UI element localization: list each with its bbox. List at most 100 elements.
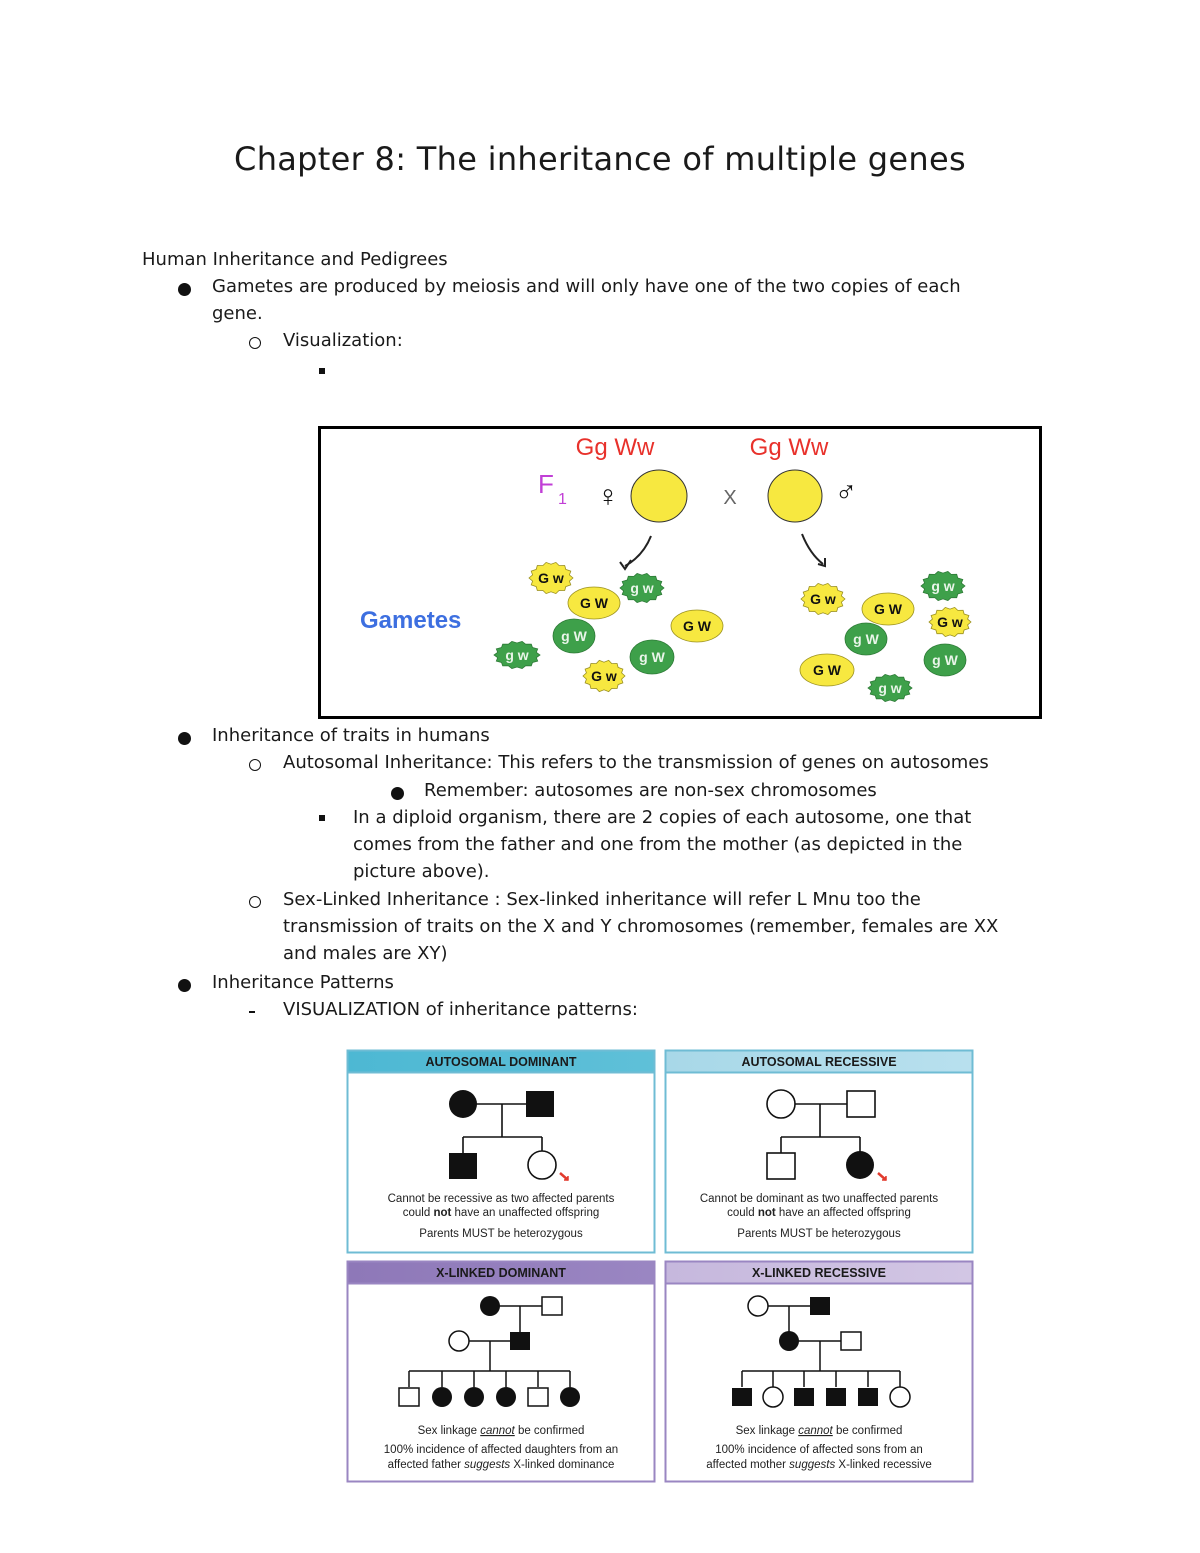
- gamete-label: G w: [538, 570, 564, 586]
- parent-genotype-left: Gg Ww: [576, 434, 655, 461]
- bullet-circle: [249, 337, 261, 349]
- unaffected-female: [762, 1386, 784, 1408]
- bullet-text: Autosomal Inheritance: This refers to th…: [283, 752, 989, 773]
- carrier-female: [779, 1331, 799, 1351]
- affected-male: [526, 1091, 554, 1117]
- gamete-cell: [528, 561, 574, 595]
- panel-note: 100% incidence of affected daughters fro…: [384, 1444, 618, 1456]
- male-parent-cell: [767, 469, 823, 523]
- gametes-label: Gametes: [360, 607, 461, 634]
- bullet-disc: [178, 283, 191, 296]
- panel-x-linked-dominant: X-LINKED DOMINANT Sex linkage cannot be …: [346, 1260, 656, 1483]
- gamete-cell: [493, 640, 541, 670]
- gamete-label: G w: [937, 614, 963, 630]
- unaffected-male: [398, 1387, 420, 1407]
- bullet-disc: [178, 732, 191, 745]
- gamete-label: G W: [683, 618, 712, 634]
- female-parent-cell: [630, 469, 688, 523]
- affected-female: [432, 1387, 452, 1407]
- gamete-cell: [867, 673, 913, 703]
- bullet-square: [319, 815, 325, 821]
- bullet-text: Gametes are produced by meiosis and will…: [212, 276, 961, 297]
- bullet-disc: [391, 787, 404, 800]
- gamete-label: G W: [580, 595, 609, 611]
- gamete-cells: G w G W g w g W G W g W G w g w G w G W g w G w g W g…: [493, 561, 972, 703]
- gamete-label: g W: [853, 631, 879, 647]
- affected-male: [826, 1388, 846, 1406]
- panel-note: Cannot be recessive as two affected pare…: [388, 1193, 615, 1205]
- panel-title: X-LINKED RECESSIVE: [752, 1266, 886, 1280]
- gamete-cell: [861, 592, 915, 626]
- unaffected-female: [527, 1150, 557, 1180]
- gamete-label: g w: [878, 680, 901, 696]
- gamete-cell: [799, 653, 855, 687]
- left-arrow-head: [619, 559, 632, 571]
- page-title: Chapter 8: The inheritance of multiple g…: [234, 140, 966, 178]
- bullet-text: VISUALIZATION of inheritance patterns:: [283, 999, 638, 1020]
- bullet-text: gene.: [212, 303, 263, 324]
- affected-female: [496, 1387, 516, 1407]
- affected-male: [858, 1388, 878, 1406]
- panel-autosomal-dominant: AUTOSOMAL DOMINANT Cannot be recessive a…: [346, 1049, 656, 1254]
- bullet-circle: [249, 896, 261, 908]
- female-symbol: ♀: [597, 480, 620, 513]
- section-heading: Human Inheritance and Pedigrees: [142, 249, 448, 270]
- gamete-cell: [844, 622, 888, 656]
- gamete-label: g w: [931, 578, 954, 594]
- panel-note: affected mother suggests X-linked recess…: [706, 1459, 931, 1471]
- bullet-text: Inheritance Patterns: [212, 972, 394, 993]
- bullet-disc: [178, 979, 191, 992]
- bullet-text: Remember: autosomes are non-sex chromoso…: [424, 780, 877, 801]
- affected-female: [449, 1090, 477, 1118]
- affected-male: [794, 1388, 814, 1406]
- bullet-text: picture above).: [353, 861, 490, 882]
- gamete-label: g w: [505, 647, 528, 663]
- bullet-text: In a diploid organism, there are 2 copie…: [353, 807, 972, 828]
- panel-note: Parents MUST be heterozygous: [419, 1228, 583, 1240]
- affected-male: [510, 1332, 530, 1350]
- unaffected-male: [541, 1296, 563, 1316]
- gamete-cell: [619, 572, 665, 604]
- right-arrow-head: [817, 558, 826, 568]
- panel-x-linked-recessive: X-LINKED RECESSIVE Sex linkage cannot be…: [664, 1260, 974, 1483]
- generation-label: F: [538, 469, 554, 499]
- gamete-cell: [670, 609, 724, 643]
- gamete-label: G W: [813, 662, 842, 678]
- unaffected-male: [840, 1331, 862, 1351]
- pedigree-figure: AUTOSOMAL DOMINANT Cannot be recessive a…: [346, 1049, 976, 1489]
- bullet-text: and males are XY): [283, 943, 448, 964]
- bullet-text: Sex-Linked Inheritance : Sex-linked inhe…: [283, 889, 921, 910]
- gamete-label: G w: [810, 591, 836, 607]
- bullet-text: Inheritance of traits in humans: [212, 725, 490, 746]
- affected-male: [810, 1297, 830, 1315]
- generation-sub: 1: [558, 491, 567, 508]
- right-arrow: [801, 533, 824, 565]
- parent-genotype-right: Gg Ww: [750, 434, 829, 461]
- panel-note: Sex linkage cannot be confirmed: [736, 1425, 903, 1437]
- panel-note: Sex linkage cannot be confirmed: [418, 1425, 585, 1437]
- male-symbol: ♂: [835, 476, 858, 509]
- gamete-cell: [552, 618, 596, 654]
- gamete-cell: [582, 659, 626, 693]
- unaffected-female: [766, 1089, 796, 1119]
- panel-note: affected father suggests X-linked domina…: [388, 1459, 615, 1471]
- unaffected-female: [747, 1295, 769, 1317]
- gametes-figure: Gg Ww Gg Ww F 1 ♀ X ♂ Gametes G w G W g w g…: [318, 426, 1044, 725]
- bullet-text: transmission of traits on the X and Y ch…: [283, 916, 999, 937]
- panel-note: could not have an affected offspring: [727, 1207, 911, 1219]
- panel-autosomal-recessive: AUTOSOMAL RECESSIVE Cannot be dominant a…: [664, 1049, 974, 1254]
- affected-female: [464, 1387, 484, 1407]
- bullet-square: [319, 368, 325, 374]
- gamete-label: g w: [630, 580, 653, 596]
- bullet-dash: [249, 1011, 255, 1013]
- affected-female: [846, 1151, 874, 1179]
- affected-female: [560, 1387, 580, 1407]
- cross-symbol: X: [723, 487, 736, 509]
- gamete-label: G w: [591, 668, 617, 684]
- gamete-label: g W: [639, 649, 665, 665]
- panel-note: could not have an unaffected offspring: [403, 1207, 600, 1219]
- gamete-label: g W: [561, 628, 587, 644]
- unaffected-male: [766, 1152, 796, 1180]
- gamete-cell: [567, 586, 621, 620]
- affected-male: [449, 1153, 477, 1179]
